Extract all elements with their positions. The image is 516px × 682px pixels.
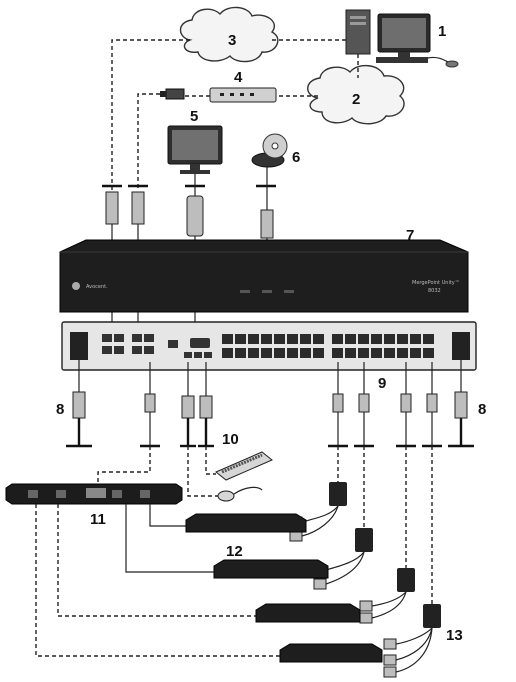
local-mouse (218, 487, 262, 501)
target-cable-2 (354, 362, 374, 528)
target-port (300, 348, 311, 358)
target-server-2 (214, 560, 328, 578)
power-inlet-right (452, 332, 470, 360)
target-port (222, 348, 233, 358)
iq-module-2 (314, 528, 373, 589)
callout-5: 5 (190, 108, 198, 125)
target-port (397, 348, 408, 358)
target-port (261, 348, 272, 358)
link-switch-to-cloud3 (112, 40, 190, 190)
target-port (248, 348, 259, 358)
local-monitor (168, 126, 222, 174)
target-port (371, 348, 382, 358)
target-server-3 (256, 604, 360, 622)
target-port (410, 348, 421, 358)
target-port (423, 348, 434, 358)
callout-9: 9 (378, 375, 386, 392)
iq-module-3 (360, 568, 415, 623)
callout-6: 6 (292, 149, 300, 166)
callout-4: 4 (234, 69, 243, 86)
power-cord-left (66, 360, 92, 446)
target-port (235, 348, 246, 358)
serial-adapter (160, 89, 184, 99)
callout-7: 7 (406, 227, 414, 244)
switch-model-number: 8032 (428, 288, 441, 294)
target-port (332, 348, 343, 358)
modem-device (210, 88, 276, 102)
cascade-cable (98, 362, 160, 488)
callout-13: 13 (446, 627, 463, 644)
target-port (248, 334, 259, 344)
target-port (287, 334, 298, 344)
target-server-1 (186, 514, 306, 532)
target-port (345, 334, 356, 344)
switch-model-label: MergePoint Unity™ (412, 280, 460, 286)
kvm-switch-top: Avocent. MergePoint Unity™ 8032 (60, 240, 468, 312)
power-inlet-left (70, 332, 88, 360)
target-port (384, 334, 395, 344)
target-server-4 (280, 644, 382, 662)
target-port (261, 334, 272, 344)
cascaded-switch (6, 484, 182, 504)
target-port (235, 334, 246, 344)
callout-10: 10 (222, 431, 239, 448)
power-cord-right (448, 360, 474, 446)
target-port (397, 334, 408, 344)
link-adapter-to-switch (138, 94, 160, 190)
target-cable-4 (422, 362, 442, 604)
callout-2: 2 (352, 91, 360, 108)
target-port (274, 334, 285, 344)
target-port (371, 334, 382, 344)
target-cable-1 (328, 362, 348, 482)
target-port (274, 348, 285, 358)
target-port (313, 348, 324, 358)
iq-module-4 (384, 604, 441, 677)
target-port (222, 334, 233, 344)
target-port (287, 348, 298, 358)
callout-3: 3 (228, 32, 236, 49)
switch-brand-label: Avocent. (86, 284, 108, 290)
kvm-switch-rear-panel (62, 322, 476, 370)
target-port (358, 334, 369, 344)
target-port (423, 334, 434, 344)
target-port (345, 348, 356, 358)
usb-keyboard-mouse-cables (180, 362, 218, 496)
target-port (384, 348, 395, 358)
callout-11: 11 (90, 511, 106, 528)
target-port (410, 334, 421, 344)
callout-1: 1 (438, 23, 446, 40)
target-cable-3 (396, 362, 416, 568)
callout-8-right: 8 (478, 401, 486, 418)
target-port (300, 334, 311, 344)
virtual-media-cd (252, 134, 287, 167)
cascade-server-link-1 (150, 504, 186, 526)
target-port (358, 348, 369, 358)
target-port (332, 334, 343, 344)
target-port (313, 334, 324, 344)
local-keyboard (216, 452, 272, 480)
callout-12: 12 (226, 543, 243, 560)
callout-8-left: 8 (56, 401, 64, 418)
